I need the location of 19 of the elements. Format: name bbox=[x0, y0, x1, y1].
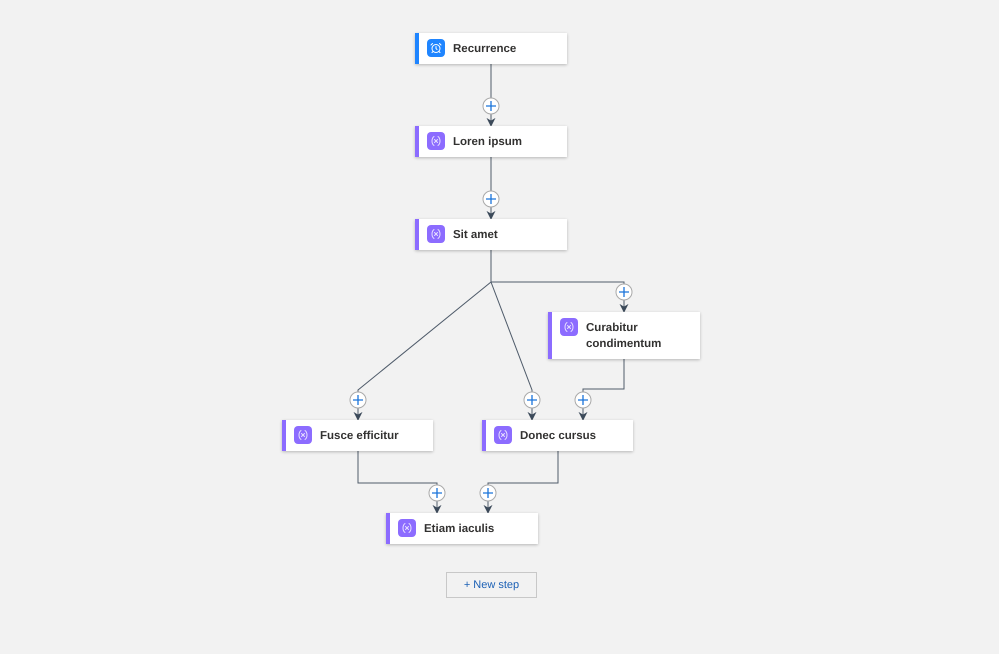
step-card bbox=[386, 513, 538, 544]
step-title: Loren ipsum bbox=[453, 134, 522, 150]
step-card bbox=[548, 312, 700, 359]
step-title: Donec cursus bbox=[520, 428, 596, 444]
connector-arrow bbox=[484, 450, 558, 514]
step-title: Curabitur condimentum bbox=[586, 320, 662, 352]
step-title: Recurrence bbox=[453, 42, 516, 56]
step-title: Sit amet bbox=[453, 228, 498, 242]
connector-arrow bbox=[358, 450, 442, 514]
connector-arrow bbox=[578, 358, 624, 421]
step-title: Etiam iaculis bbox=[424, 522, 494, 536]
step-card bbox=[282, 420, 433, 451]
step-card bbox=[415, 219, 567, 250]
step-title: Fusce efficitur bbox=[320, 428, 399, 444]
step-card bbox=[415, 126, 567, 157]
step-card bbox=[482, 420, 633, 451]
connector-arrow bbox=[490, 250, 628, 313]
new-step-button: + New step bbox=[446, 572, 537, 598]
step-card bbox=[415, 33, 567, 64]
